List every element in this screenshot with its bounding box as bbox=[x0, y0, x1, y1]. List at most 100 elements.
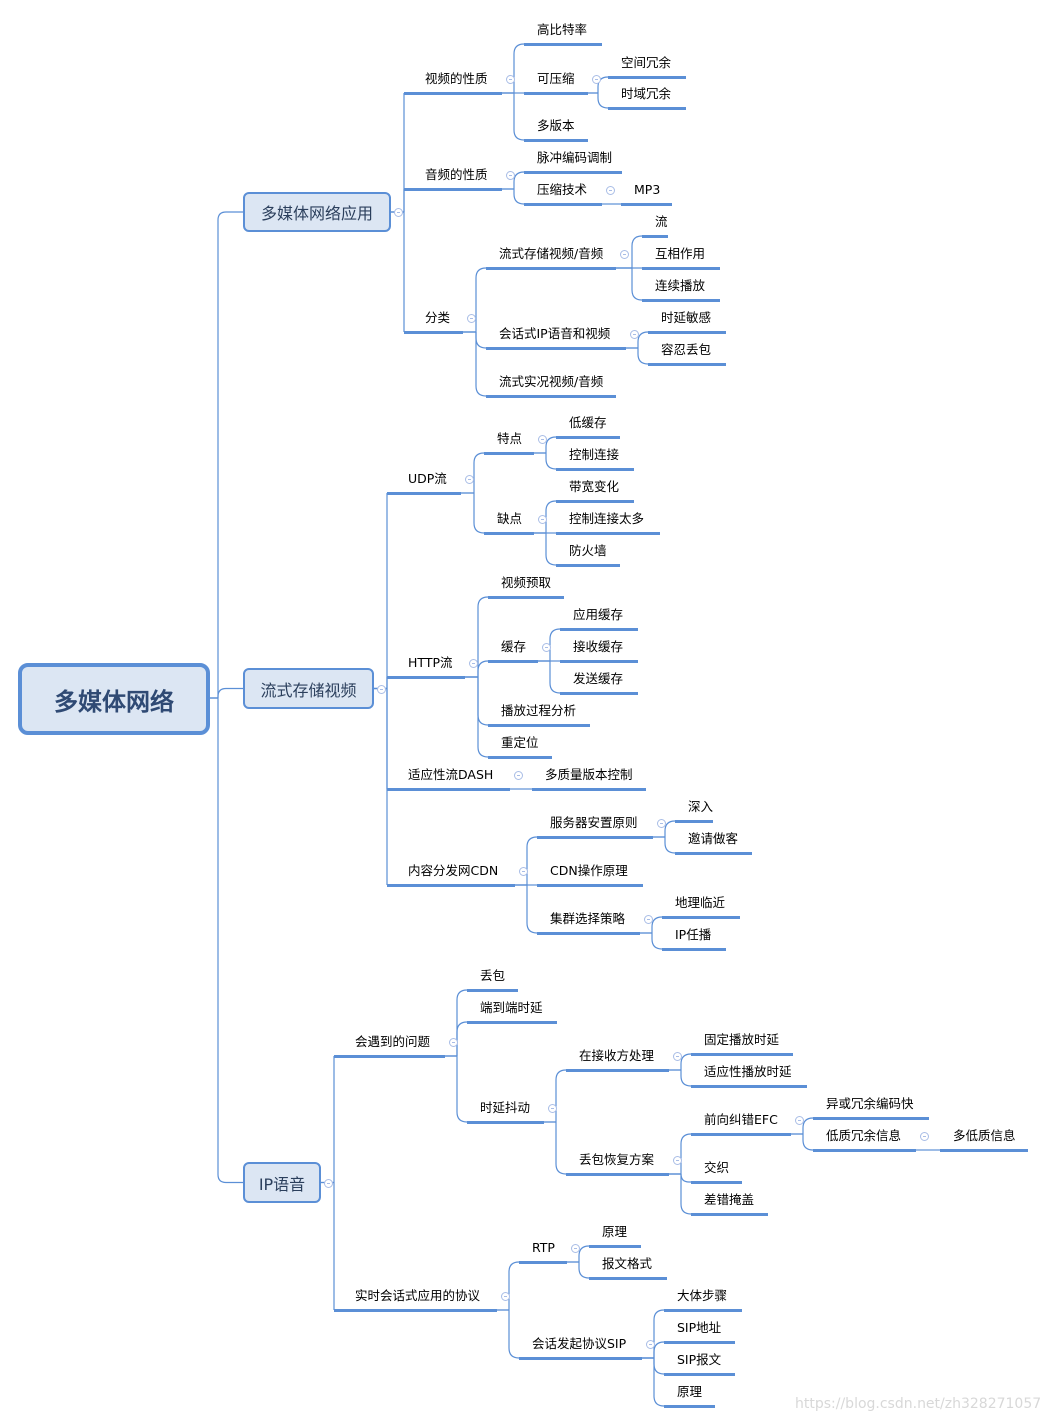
collapse-icon[interactable] bbox=[324, 1178, 333, 1188]
topic-a33[interactable]: 流式实况视频/音频 bbox=[499, 374, 604, 389]
topic-c431[interactable]: 地理临近 bbox=[675, 895, 726, 910]
collapse-icon[interactable] bbox=[606, 186, 615, 195]
collapse-icon[interactable] bbox=[673, 1052, 682, 1061]
topic-a311[interactable]: 流 bbox=[655, 214, 668, 229]
collapse-icon[interactable] bbox=[394, 208, 403, 217]
topic-c412[interactable]: 邀请做客 bbox=[688, 831, 739, 846]
topic-d224[interactable]: 原理 bbox=[677, 1384, 703, 1399]
topic-a12[interactable]: 可压缩 bbox=[537, 71, 575, 86]
topic-a313[interactable]: 连续播放 bbox=[655, 278, 706, 293]
topic-a122[interactable]: 时域冗余 bbox=[621, 86, 672, 101]
topic-a121[interactable]: 空间冗余 bbox=[621, 55, 672, 70]
collapse-icon[interactable] bbox=[538, 435, 547, 444]
collapse-icon[interactable] bbox=[644, 915, 653, 924]
collapse-icon[interactable] bbox=[795, 1116, 804, 1125]
collapse-icon[interactable] bbox=[506, 75, 515, 84]
topic-d1321[interactable]: 前向纠错EFC bbox=[704, 1112, 778, 1127]
topic-d11[interactable]: 丢包 bbox=[480, 968, 506, 983]
topic-c21[interactable]: 视频预取 bbox=[501, 575, 552, 590]
topic-a312[interactable]: 互相作用 bbox=[655, 246, 706, 261]
topic-c2[interactable]: HTTP流 bbox=[408, 655, 453, 670]
topic-d1312[interactable]: 适应性播放时延 bbox=[704, 1064, 792, 1079]
topic-c31[interactable]: 多质量版本控制 bbox=[545, 767, 633, 782]
root-node[interactable]: 多媒体网络 bbox=[18, 663, 210, 735]
collapse-icon[interactable] bbox=[449, 1038, 458, 1047]
topic-b1[interactable]: 多媒体网络应用 bbox=[243, 192, 391, 232]
collapse-icon[interactable] bbox=[467, 314, 476, 323]
collapse-icon[interactable] bbox=[571, 1244, 580, 1253]
topic-a31[interactable]: 流式存储视频/音频 bbox=[499, 246, 604, 261]
topic-b2[interactable]: 流式存储视频 bbox=[243, 668, 374, 709]
topic-d21[interactable]: RTP bbox=[532, 1240, 555, 1255]
collapse-icon[interactable] bbox=[673, 1156, 682, 1165]
collapse-icon[interactable] bbox=[469, 659, 478, 668]
topic-c432[interactable]: IP任播 bbox=[675, 927, 712, 942]
collapse-icon[interactable] bbox=[630, 330, 639, 339]
topic-d1322[interactable]: 交织 bbox=[704, 1160, 730, 1175]
topic-c111[interactable]: 低缓存 bbox=[569, 415, 607, 430]
topic-a32[interactable]: 会话式IP语音和视频 bbox=[499, 326, 611, 341]
topic-c223[interactable]: 发送缓存 bbox=[573, 671, 624, 686]
collapse-icon[interactable] bbox=[501, 1292, 510, 1301]
topic-c23[interactable]: 播放过程分析 bbox=[501, 703, 577, 718]
topic-c222[interactable]: 接收缓存 bbox=[573, 639, 624, 654]
topic-c41[interactable]: 服务器安置原则 bbox=[550, 815, 638, 830]
topic-d131[interactable]: 在接收方处理 bbox=[579, 1048, 655, 1063]
topic-d1311[interactable]: 固定播放时延 bbox=[704, 1032, 780, 1047]
collapse-icon[interactable] bbox=[514, 771, 523, 780]
collapse-icon[interactable] bbox=[920, 1132, 929, 1141]
topic-d212[interactable]: 报文格式 bbox=[602, 1256, 653, 1271]
topic-d22[interactable]: 会话发起协议SIP bbox=[532, 1336, 627, 1351]
topic-c11[interactable]: 特点 bbox=[497, 431, 523, 446]
topic-d222[interactable]: SIP地址 bbox=[677, 1320, 722, 1335]
topic-d13211[interactable]: 异或冗余编码快 bbox=[826, 1096, 914, 1111]
topic-c4[interactable]: 内容分发网CDN bbox=[408, 863, 499, 878]
collapse-icon[interactable] bbox=[519, 867, 528, 876]
topic-c122[interactable]: 控制连接太多 bbox=[569, 511, 645, 526]
topic-d211[interactable]: 原理 bbox=[602, 1224, 628, 1239]
topic-d2[interactable]: 实时会话式应用的协议 bbox=[355, 1288, 481, 1303]
collapse-icon[interactable] bbox=[592, 75, 601, 84]
topic-d12[interactable]: 端到端时延 bbox=[480, 1000, 543, 1015]
topic-d132[interactable]: 丢包恢复方案 bbox=[579, 1152, 655, 1167]
collapse-icon[interactable] bbox=[506, 171, 515, 180]
topic-a13[interactable]: 多版本 bbox=[537, 118, 575, 133]
collapse-icon[interactable] bbox=[646, 1340, 655, 1349]
topic-a3[interactable]: 分类 bbox=[425, 310, 451, 325]
topic-a221[interactable]: MP3 bbox=[634, 182, 661, 197]
topic-a21[interactable]: 脉冲编码调制 bbox=[537, 150, 613, 165]
collapse-icon[interactable] bbox=[377, 684, 386, 694]
topic-d223[interactable]: SIP报文 bbox=[677, 1352, 722, 1367]
topic-a1[interactable]: 视频的性质 bbox=[425, 71, 488, 86]
topic-c411[interactable]: 深入 bbox=[688, 799, 714, 814]
topic-d1323[interactable]: 差错掩盖 bbox=[704, 1192, 755, 1207]
collapse-icon[interactable] bbox=[657, 819, 666, 828]
topic-b3[interactable]: IP语音 bbox=[243, 1162, 321, 1203]
topic-c1[interactable]: UDP流 bbox=[408, 471, 447, 486]
topic-d13[interactable]: 时延抖动 bbox=[480, 1100, 531, 1115]
topic-c43[interactable]: 集群选择策略 bbox=[550, 911, 626, 926]
topic-c123[interactable]: 防火墙 bbox=[569, 543, 607, 558]
topic-c121[interactable]: 带宽变化 bbox=[569, 479, 620, 494]
topic-c3[interactable]: 适应性流DASH bbox=[408, 767, 494, 782]
topic-c24[interactable]: 重定位 bbox=[501, 735, 539, 750]
topic-a2[interactable]: 音频的性质 bbox=[425, 167, 488, 182]
topic-d132121[interactable]: 多低质信息 bbox=[953, 1128, 1016, 1143]
topic-d221[interactable]: 大体步骤 bbox=[677, 1288, 728, 1303]
topic-a11[interactable]: 高比特率 bbox=[537, 22, 588, 37]
collapse-icon[interactable] bbox=[538, 515, 547, 524]
topic-a322[interactable]: 容忍丢包 bbox=[661, 342, 712, 357]
topic-c22[interactable]: 缓存 bbox=[501, 639, 527, 654]
topic-a321[interactable]: 时延敏感 bbox=[661, 310, 712, 325]
collapse-icon[interactable] bbox=[465, 475, 474, 484]
collapse-icon[interactable] bbox=[548, 1104, 557, 1113]
topic-d1[interactable]: 会遇到的问题 bbox=[355, 1034, 431, 1049]
topic-a22[interactable]: 压缩技术 bbox=[537, 182, 588, 197]
topic-c112[interactable]: 控制连接 bbox=[569, 447, 620, 462]
topic-c12[interactable]: 缺点 bbox=[497, 511, 523, 526]
collapse-icon[interactable] bbox=[542, 643, 551, 652]
collapse-icon[interactable] bbox=[620, 250, 629, 259]
topic-d13212[interactable]: 低质冗余信息 bbox=[826, 1128, 902, 1143]
topic-c42[interactable]: CDN操作原理 bbox=[550, 863, 628, 878]
topic-c221[interactable]: 应用缓存 bbox=[573, 607, 624, 622]
